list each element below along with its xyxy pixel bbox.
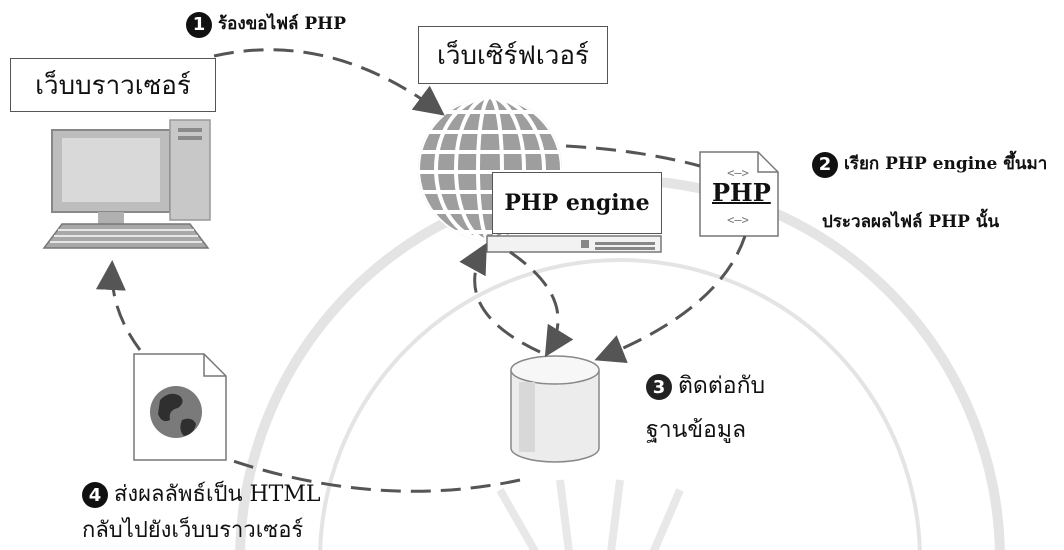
php-engine-label: PHP engine bbox=[504, 190, 650, 216]
step-1-label: 1 ร้องขอไฟล์ PHP bbox=[186, 10, 346, 38]
arrow-engine-to-db bbox=[509, 250, 574, 358]
arrow-call-engine bbox=[565, 144, 701, 168]
html-file-icon bbox=[133, 353, 227, 461]
step-3-line2: ฐานข้อมูล bbox=[646, 417, 747, 443]
step-3-number: 3 bbox=[646, 374, 672, 400]
server-unit bbox=[486, 235, 662, 253]
arrow-result bbox=[229, 458, 521, 493]
step-4-number: 4 bbox=[82, 482, 108, 508]
step-2-number: 2 bbox=[812, 151, 838, 178]
step-3-line1: ติดต่อกับ bbox=[678, 373, 766, 399]
arrow-db-to-engine bbox=[459, 242, 541, 354]
php-file-icon: <—> <—> bbox=[699, 151, 779, 237]
database-icon bbox=[510, 355, 600, 463]
browser-label-box: เว็บบราวเซอร์ bbox=[10, 58, 216, 112]
step-2-line1: เรียก PHP engine ขึ้นมา bbox=[844, 154, 1048, 174]
step-4-line2: กลับไปยังเว็บบราวเซอร์ bbox=[82, 518, 304, 543]
arrow-file-to-db bbox=[594, 235, 747, 364]
step-4-line1: ส่งผลลัพธ์เป็น HTML bbox=[114, 482, 321, 507]
computer-icon bbox=[42, 119, 211, 249]
arrow-request bbox=[213, 48, 445, 116]
webserver-label-box: เว็บเซิร์ฟเวอร์ bbox=[418, 26, 608, 84]
step-1-number: 1 bbox=[186, 11, 212, 38]
webserver-label: เว็บเซิร์ฟเวอร์ bbox=[437, 40, 589, 71]
step-2-line2: ประวลผลไฟล์ PHP นั้น bbox=[822, 212, 1000, 232]
arrow-return bbox=[95, 260, 142, 351]
php-file-label: PHP bbox=[712, 178, 771, 207]
browser-label: เว็บบราวเซอร์ bbox=[35, 70, 191, 101]
step-2-label: 2 เรียก PHP engine ขึ้นมา bbox=[812, 150, 1047, 178]
php-engine-box: PHP engine bbox=[492, 172, 662, 234]
svg-text:<—>: <—> bbox=[727, 213, 749, 227]
step-1-text: ร้องขอไฟล์ PHP bbox=[218, 14, 347, 34]
svg-text:<—>: <—> bbox=[727, 166, 749, 180]
